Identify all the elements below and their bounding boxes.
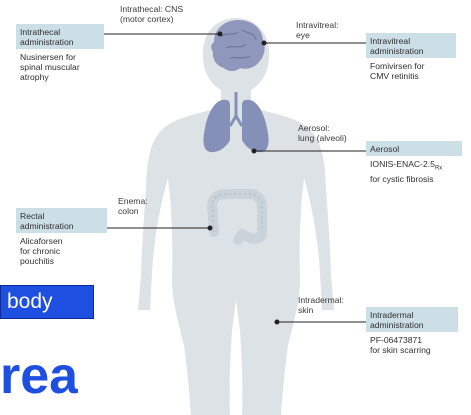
body-highlight-text: body [7,290,53,314]
route-header: Intrathecal administration [16,24,104,49]
route-text: administration [370,46,452,56]
drug-text: pouchitis [20,256,103,266]
drug-text: for chronic [20,246,103,256]
drug-text: for skin scarring [370,345,454,355]
route-text: Aerosol [370,144,458,154]
route-header: Rectal administration [16,208,107,233]
intravitreal-site-label: Intravitreal: eye [296,20,339,40]
drug-text: IONIS-ENAC-2.5Rx [370,159,458,174]
site-label-line: lung (alveoli) [298,133,347,143]
drug-subscript: Rx [435,166,442,172]
drug-text: CMV retinitis [370,71,452,81]
site-label-line: (motor cortex) [120,14,183,24]
route-header: Intradermal administration [366,307,458,332]
route-text: administration [20,37,100,47]
drug-text: Nusinersen for [20,52,100,62]
site-label-line: Aerosol: [298,123,347,133]
drug-text: PF-06473871 [370,335,454,345]
route-header: Aerosol [366,141,462,156]
route-text: Intravitreal [370,36,452,46]
drug-text-block: Fomivirsen for CMV retinitis [366,58,456,84]
enema-site-label: Enema: colon [118,196,148,216]
route-header: Intravitreal administration [366,33,456,58]
intravitreal-drug-box: Intravitreal administration Fomivirsen f… [366,33,456,84]
drug-text-block: PF-06473871 for skin scarring [366,332,458,358]
human-body-silhouette [138,18,334,415]
aerosol-drug-box: Aerosol IONIS-ENAC-2.5Rx for cystic fibr… [366,141,462,187]
intradermal-site-label: Intradermal: skin [298,295,344,315]
rectal-drug-box: Rectal administration Alicaforsen for ch… [16,208,107,269]
drug-text: spinal muscular [20,62,100,72]
site-label-line: Intravitreal: [296,20,339,30]
left-lung-icon [203,100,230,152]
drug-text: atrophy [20,72,100,82]
site-label-line: colon [118,206,148,216]
route-text: Rectal [20,211,103,221]
drug-text-block: Nusinersen for spinal muscular atrophy [16,49,104,85]
site-label-line: Intrathecal: CNS [120,4,183,14]
site-label-line: Intradermal: [298,295,344,305]
right-lung-icon [242,100,269,152]
intrathecal-site-label: Intrathecal: CNS (motor cortex) [120,4,183,24]
intrathecal-drug-box: Intrathecal administration Nusinersen fo… [16,24,104,85]
drug-text-block: IONIS-ENAC-2.5Rx for cystic fibrosis [366,156,462,187]
body-highlight-button[interactable]: body [0,285,94,319]
intradermal-drug-box: Intradermal administration PF-06473871 f… [366,307,458,358]
drug-text: Fomivirsen for [370,61,452,71]
aerosol-site-label: Aerosol: lung (alveoli) [298,123,347,143]
route-text: Intrathecal [20,27,100,37]
drug-text: Alicaforsen [20,236,103,246]
site-label-line: eye [296,30,339,40]
site-label-line: skin [298,305,344,315]
route-text: administration [370,320,454,330]
route-text: Intradermal [370,310,454,320]
drug-text: for cystic fibrosis [370,174,458,184]
drug-text-block: Alicaforsen for chronic pouchitis [16,233,107,269]
drug-name: IONIS-ENAC-2.5 [370,159,435,169]
cropped-heading-text: rea [0,346,78,415]
route-text: administration [20,221,103,231]
site-label-line: Enema: [118,196,148,206]
